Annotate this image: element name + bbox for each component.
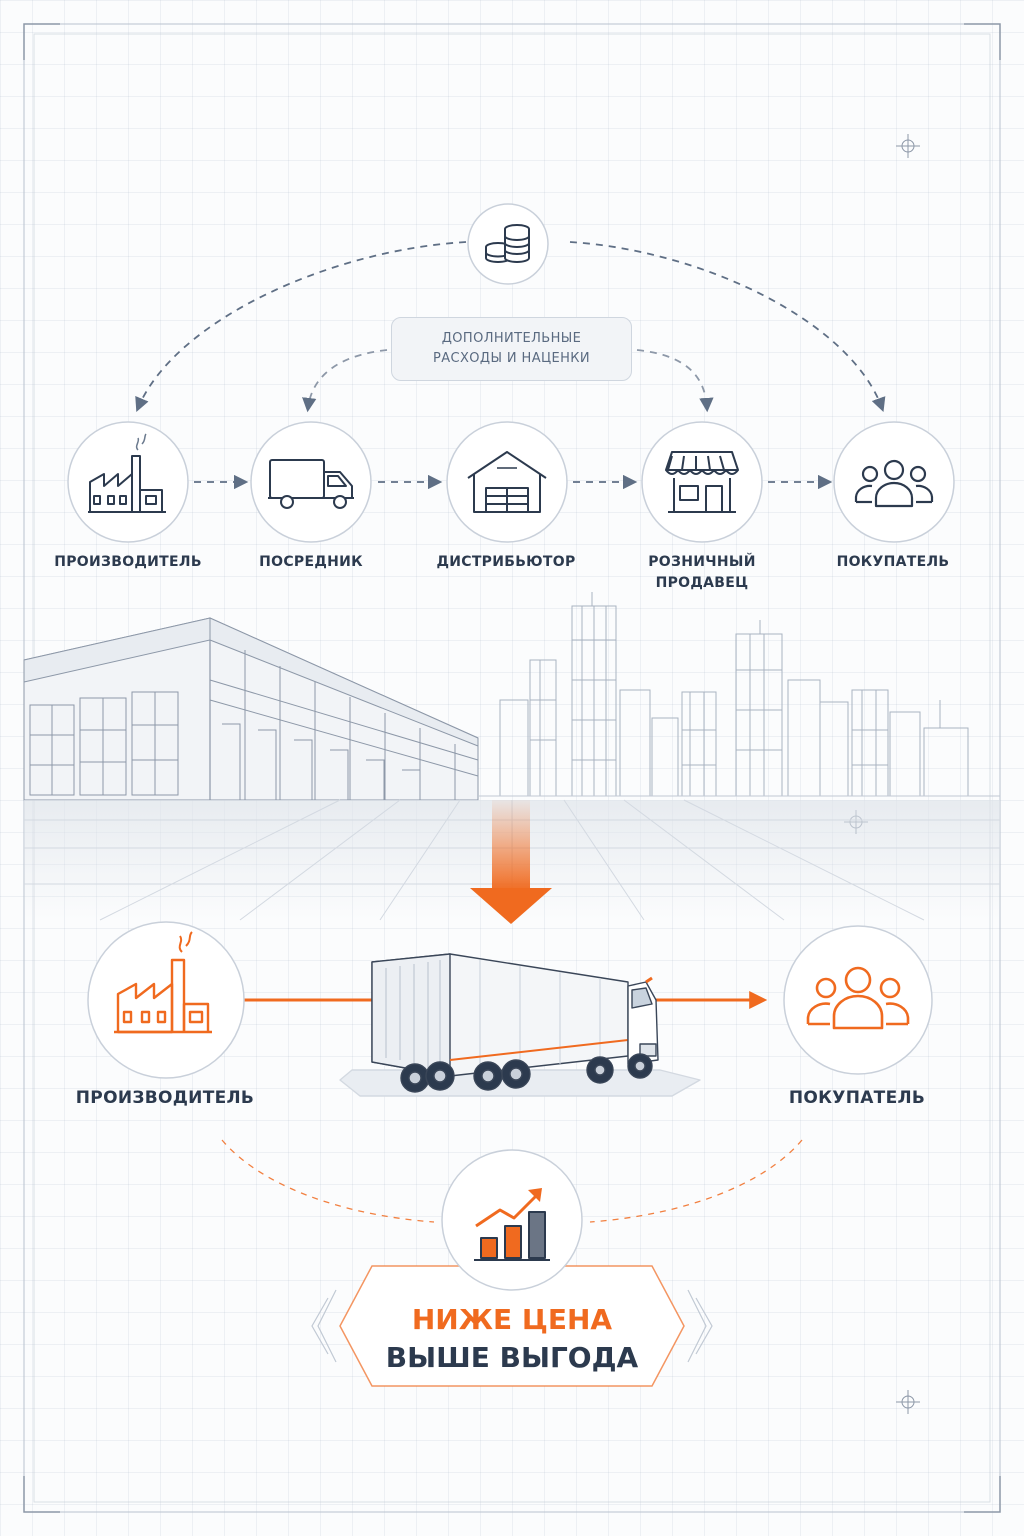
slogan-frame [311, 1265, 713, 1387]
slogan-lower-price: НИЖЕ ЦЕНА [411, 1303, 613, 1336]
down-arrow [470, 800, 552, 924]
additional-costs-callout: ДОПОЛНИТЕЛЬНЫЕ РАСХОДЫ И НАЦЕНКИ [391, 317, 632, 381]
slogan-higher-benefit: ВЫШЕ ВЫГОДА [385, 1341, 639, 1374]
callout-line-2: РАСХОДЫ И НАЦЕНКИ [432, 351, 591, 366]
warehouse-icon [467, 451, 547, 513]
label-retailer: РОЗНИЧНЫЙ ПРОДАВЕЦ [648, 554, 756, 591]
factory-icon [114, 931, 212, 1034]
label-direct-buyer: ПОКУПАТЕЛЬ [788, 1088, 926, 1108]
warehouse-building-illustration [23, 617, 479, 801]
truck-icon [268, 459, 354, 509]
buyers-icon [806, 966, 910, 1030]
label-distributor: ДИСТРИБЬЮТОР [436, 554, 576, 570]
semi-truck-icon [339, 953, 701, 1097]
factory-icon [88, 433, 166, 513]
coins-icon [485, 224, 530, 263]
label-buyer: ПОКУПАТЕЛЬ [836, 554, 950, 570]
callout-line-1: ДОПОЛНИТЕЛЬНЫЕ [441, 331, 582, 346]
store-icon [665, 451, 739, 513]
city-skyline-illustration [478, 592, 1000, 797]
buyers-icon [854, 459, 934, 508]
benefit-arcs [221, 1139, 803, 1223]
label-producer: ПРОИЗВОДИТЕЛЬ [54, 554, 202, 570]
benefit-node [441, 1149, 583, 1291]
direct-buyer-node [783, 925, 933, 1075]
cost-arcs [135, 241, 886, 413]
benefit-slogan: НИЖЕ ЦЕНА ВЫШЕ ВЫГОДА [340, 1290, 684, 1388]
registration-marks [844, 134, 920, 1414]
label-direct-producer: ПРОИЗВОДИТЕЛЬ [75, 1088, 255, 1108]
coins-node [467, 203, 549, 285]
growth-chart-icon [474, 1188, 550, 1261]
direct-producer-node [87, 921, 245, 1079]
label-intermediary: ПОСРЕДНИК [259, 554, 363, 570]
